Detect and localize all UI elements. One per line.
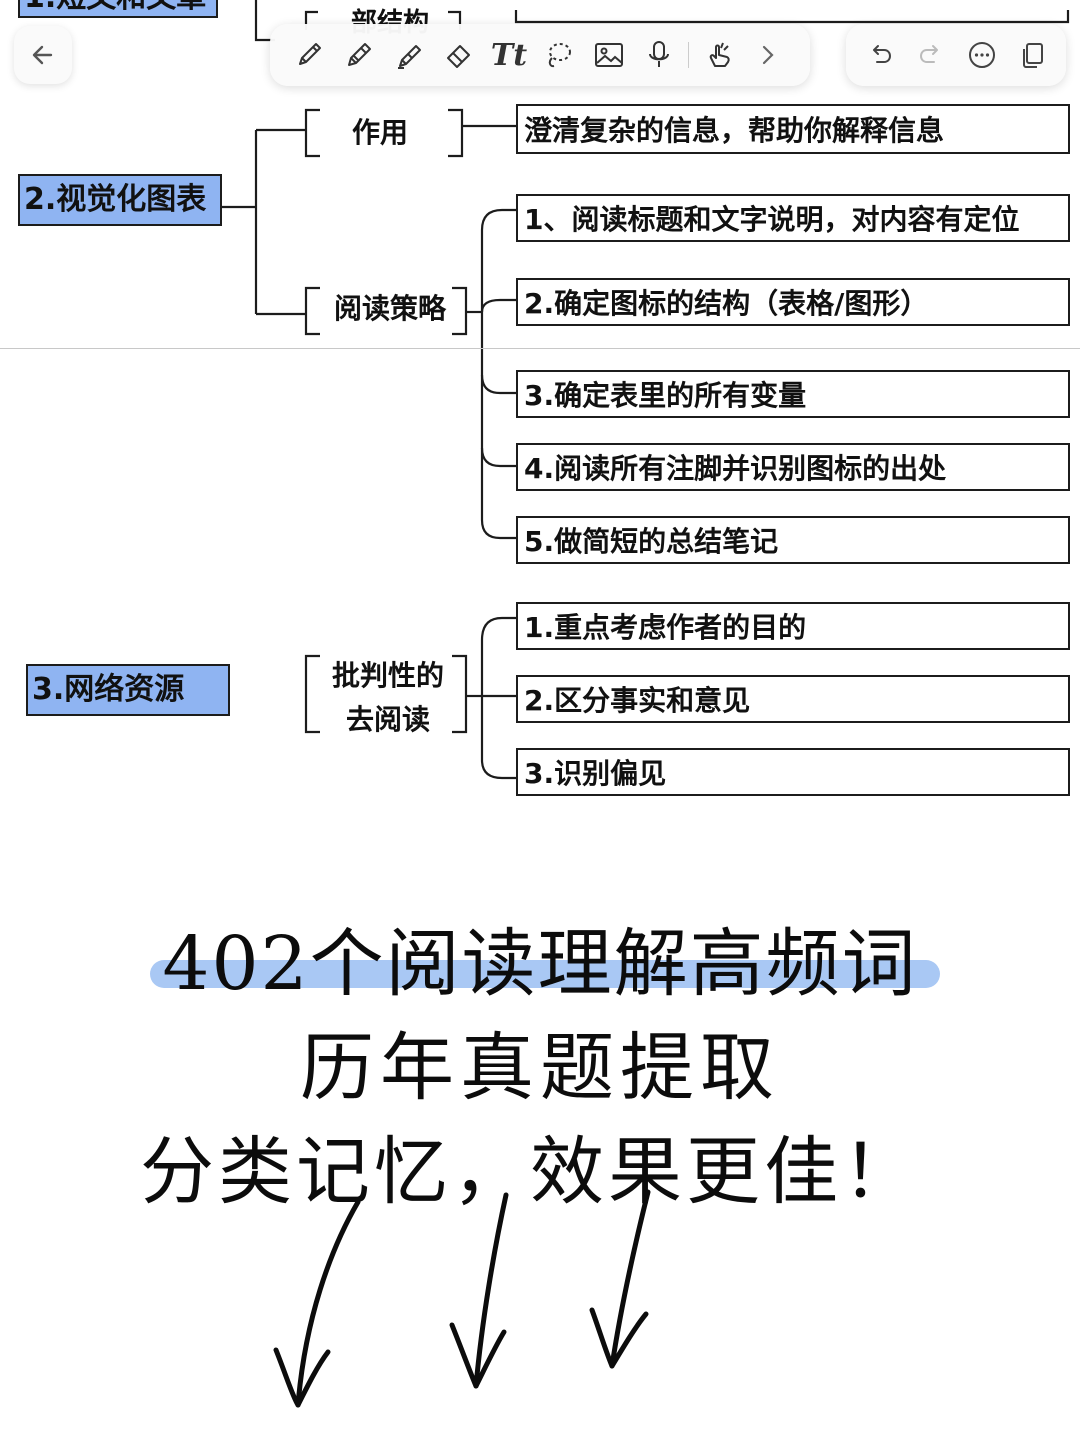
caption-line2: 历年真题提取 — [300, 1025, 780, 1111]
strategy-item-2[interactable]: 2.确定图标的结构（表格/图形） — [516, 278, 1070, 326]
chevron-right-icon — [762, 45, 774, 65]
arrow-down-3 — [609, 1189, 651, 1369]
image-icon — [595, 43, 623, 67]
section2-title: 2.视觉化图表 — [24, 182, 207, 217]
text-tool[interactable]: Tt — [484, 30, 534, 80]
pen-tool[interactable] — [284, 30, 334, 80]
critical-reading-label[interactable]: 批判性的 去阅读 — [320, 654, 456, 742]
lasso-icon — [548, 43, 571, 68]
role-text-node[interactable]: 澄清复杂的信息，帮助你解释信息 — [516, 104, 1070, 154]
back-button[interactable] — [14, 26, 72, 84]
redo-button[interactable] — [906, 30, 956, 80]
voice-tool[interactable] — [634, 30, 684, 80]
web-item-2[interactable]: 2.区分事实和意见 — [516, 675, 1070, 723]
pages-button[interactable] — [1008, 30, 1058, 80]
critical-reading-line2: 去阅读 — [345, 703, 430, 736]
highlighter-tool[interactable] — [384, 30, 434, 80]
arrow-head-1 — [273, 1347, 331, 1408]
drawing-toolbar: Tt — [270, 24, 810, 86]
more-options-button[interactable] — [957, 30, 1007, 80]
section1-title-node[interactable]: 1.短文和文章 — [18, 0, 218, 18]
pages-icon — [1022, 43, 1043, 68]
role-label[interactable]: 作用 — [351, 116, 408, 149]
text-icon: Tt — [490, 37, 528, 73]
arrow-left-icon — [32, 45, 53, 65]
page-divider — [0, 348, 1080, 349]
web-item-text: 2.区分事实和意见 — [524, 684, 751, 717]
web-item-text: 3.识别偏见 — [524, 757, 667, 790]
role-text: 澄清复杂的信息，帮助你解释信息 — [524, 114, 945, 147]
arrow-down-1 — [295, 1199, 361, 1408]
caption-line1: 402个阅读理解高频词 — [162, 921, 918, 1007]
web-item-text: 1.重点考虑作者的目的 — [524, 611, 807, 644]
touch-draw-tool[interactable] — [693, 30, 743, 80]
web-item-3[interactable]: 3.识别偏见 — [516, 748, 1070, 796]
microphone-icon — [649, 41, 669, 67]
edit-toolbar — [846, 24, 1066, 86]
strategy-label[interactable]: 阅读策略 — [333, 292, 446, 325]
section3-title-node[interactable]: 3.网络资源 — [26, 664, 230, 716]
eraser-tool[interactable] — [434, 30, 484, 80]
caption-highlight — [150, 960, 940, 988]
web-item-1[interactable]: 1.重点考虑作者的目的 — [516, 602, 1070, 650]
lasso-tool[interactable] — [534, 30, 584, 80]
touch-icon — [709, 42, 730, 67]
strategy-item-text: 5.做简短的总结笔记 — [524, 525, 779, 558]
arrow-head-2 — [449, 1322, 507, 1389]
pencil-tool[interactable] — [334, 30, 384, 80]
critical-reading-line1: 批判性的 — [331, 659, 444, 692]
caption-line3: 分类记忆，效果更佳！ — [140, 1129, 920, 1215]
strategy-item-text: 4.阅读所有注脚并识别图标的出处 — [524, 452, 947, 485]
pen-icon — [299, 43, 321, 65]
more-tools-button[interactable] — [743, 30, 793, 80]
toolbar-separator — [688, 42, 689, 68]
undo-icon — [872, 45, 891, 63]
section2-title-node[interactable]: 2.视觉化图表 — [18, 174, 222, 226]
undo-button[interactable] — [855, 30, 905, 80]
strategy-item-1[interactable]: 1、阅读标题和文字说明，对内容有定位 — [516, 194, 1070, 242]
eraser-icon — [447, 45, 470, 68]
arrow-down-2 — [473, 1192, 509, 1389]
strategy-item-text: 2.确定图标的结构（表格/图形） — [524, 287, 929, 320]
more-icon — [968, 42, 995, 68]
image-tool[interactable] — [584, 30, 634, 80]
strategy-item-5[interactable]: 5.做简短的总结笔记 — [516, 516, 1070, 564]
pencil-icon — [348, 43, 371, 66]
section1-title: 1.短文和文章 — [24, 0, 206, 13]
strategy-item-text: 3.确定表里的所有变量 — [524, 379, 807, 412]
strategy-item-3[interactable]: 3.确定表里的所有变量 — [516, 370, 1070, 418]
section3-title: 3.网络资源 — [32, 672, 185, 707]
arrow-head-3 — [589, 1307, 649, 1369]
highlighter-icon — [398, 45, 421, 69]
redo-icon — [919, 45, 938, 63]
strategy-item-text: 1、阅读标题和文字说明，对内容有定位 — [524, 203, 1020, 236]
strategy-item-4[interactable]: 4.阅读所有注脚并识别图标的出处 — [516, 443, 1070, 491]
